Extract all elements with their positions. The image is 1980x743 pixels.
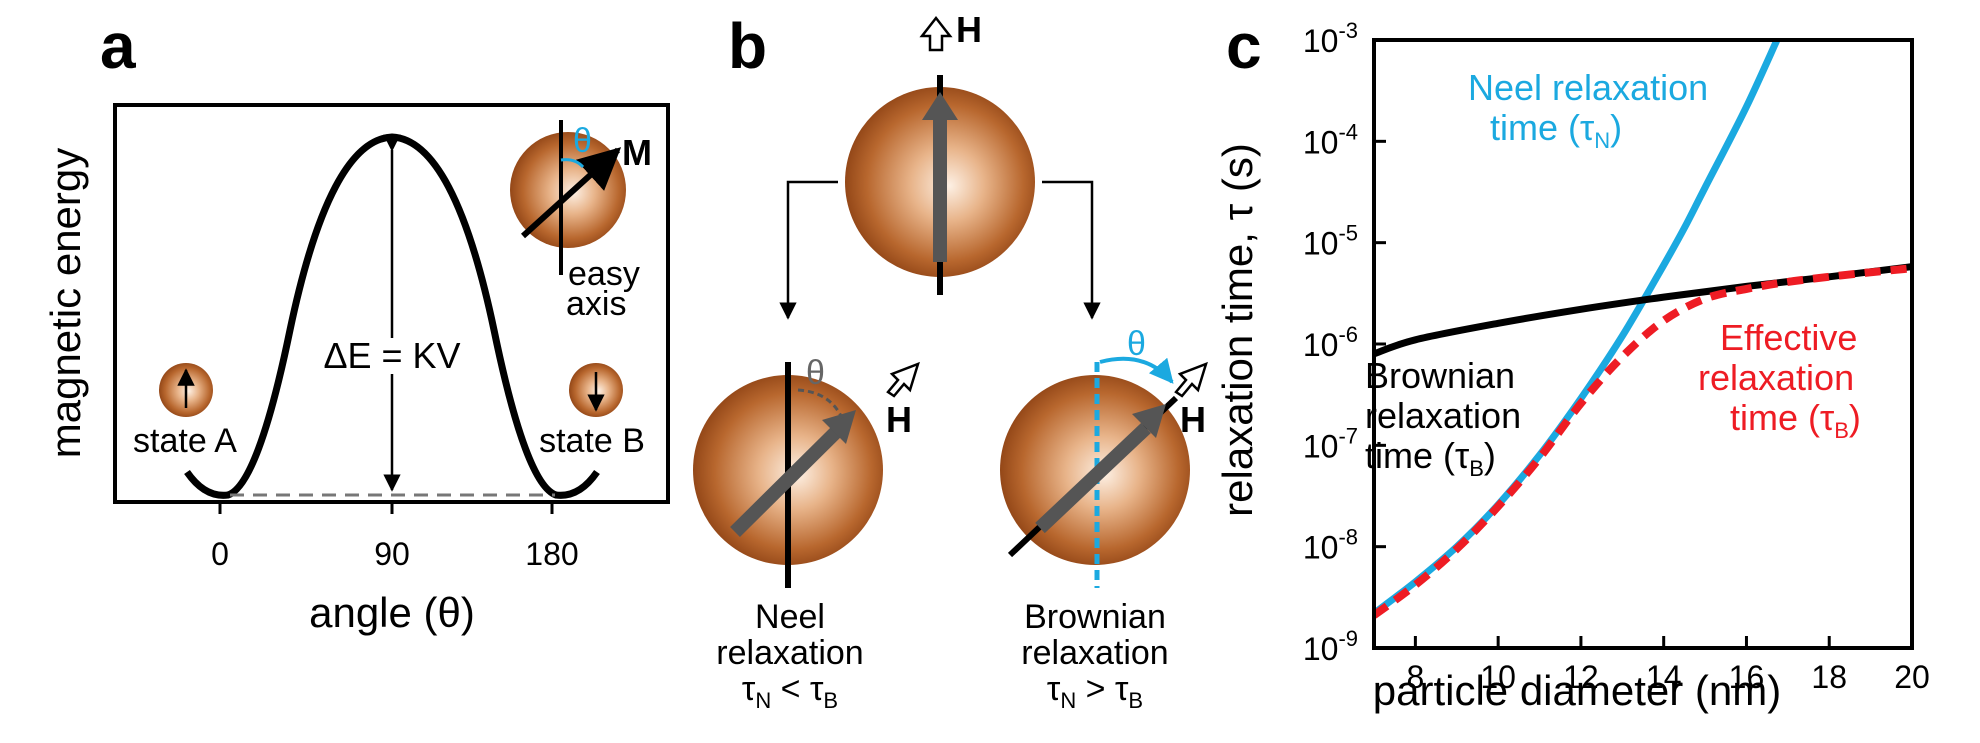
neel-theta-label: θ (806, 354, 825, 392)
state-b-label: state B (539, 422, 645, 460)
brownian-series-label-3: time (τB) (1365, 435, 1496, 481)
x-axis-ticks: 8 10 12 14 16 18 20 (1406, 636, 1930, 695)
brownian-title-1: Brownian (1024, 598, 1166, 636)
effective-series-label-3: time (τB) (1730, 397, 1861, 443)
neel-theta-arc (797, 388, 844, 419)
neel-series-label-1: Neel relaxation (1468, 67, 1708, 108)
panel-a-xlabel: angle (θ) (309, 589, 475, 636)
y-tick-label: 10-4 (1303, 119, 1358, 160)
neel-field-label: H (886, 399, 912, 440)
effective-series-line (1374, 264, 1912, 619)
field-label-top: H (956, 9, 982, 50)
panel-a-xticks: 0 90 180 (211, 502, 579, 572)
field-arrow-top (919, 15, 953, 52)
moment-label: M (622, 132, 652, 173)
moment-arrow (520, 147, 622, 239)
barrier-label-bg (302, 338, 478, 374)
x-tick-label: 20 (1894, 659, 1930, 695)
top-moment-head (922, 92, 958, 120)
tick-90: 90 (374, 536, 410, 572)
panel-c-xlabel: particle diameter (nm) (1373, 667, 1781, 714)
neel-condition: τN < τB (742, 670, 838, 713)
x-tick-label: 10 (1480, 659, 1516, 695)
brownian-field-arrow (1174, 361, 1208, 398)
neel-field-arrow (886, 361, 920, 398)
neel-title-1: Neel (755, 598, 825, 636)
brownian-series-label-1: Brownian (1365, 355, 1515, 396)
neel-moment-head (822, 410, 856, 444)
chart-series (1374, 40, 1912, 619)
effective-series-label-1: Effective (1720, 317, 1857, 358)
x-tick-label: 18 (1811, 659, 1847, 695)
connector-right (1042, 180, 1101, 320)
brownian-title-2: relaxation (1021, 634, 1168, 672)
theta-arc (560, 158, 585, 169)
panel-c-label: c (1226, 10, 1262, 82)
neel-title-2: relaxation (716, 634, 863, 672)
tick-0: 0 (211, 536, 229, 572)
panel-a-ylabel: magnetic energy (42, 148, 89, 459)
y-tick-label: 10-9 (1303, 626, 1358, 667)
easy-axis-label-1: easy (568, 255, 640, 293)
brownian-moment-head (1132, 404, 1166, 438)
state-a-label: state A (133, 422, 237, 460)
panel-c-ylabel: relaxation time, τ (s) (1214, 143, 1261, 517)
connector-left (779, 180, 838, 320)
brownian-moment-shaft (1035, 422, 1151, 534)
brownian-field-label: H (1180, 399, 1206, 440)
brownian-theta-arc (1099, 356, 1174, 384)
panel-c: c relaxation time, τ (s) particle diamet… (1214, 10, 1930, 714)
tick-180: 180 (525, 536, 578, 572)
panel-b-label: b (728, 10, 767, 82)
y-tick-label: 10-7 (1303, 423, 1358, 464)
y-tick-label: 10-6 (1303, 322, 1358, 363)
x-tick-label: 12 (1563, 659, 1599, 695)
brownian-condition: τN > τB (1047, 670, 1143, 713)
effective-series-label-2: relaxation (1698, 357, 1854, 398)
y-tick-label: 10-3 (1303, 18, 1358, 59)
easy-axis-label-2: axis (566, 285, 626, 323)
y-axis-ticks: 10-9 10-8 10-7 10-6 10-5 10-4 10-3 (1303, 18, 1386, 667)
panel-c-frame (1372, 38, 1914, 650)
y-tick-label: 10-8 (1303, 525, 1358, 566)
x-tick-label: 14 (1646, 659, 1682, 695)
x-tick-label: 8 (1406, 659, 1424, 695)
theta-label: θ (573, 122, 592, 160)
panel-a-label: a (100, 10, 136, 82)
barrier-label: ΔE = KV (323, 335, 460, 376)
y-tick-label: 10-5 (1303, 221, 1358, 262)
neel-moment-shaft (730, 427, 841, 537)
panel-b: b H θ H Neel relaxation τN < τB θ H (693, 9, 1208, 713)
panel-a: a magnetic energy angle (θ) 0 90 180 ΔE … (42, 10, 670, 636)
neel-series-label-2: time (τN) (1490, 107, 1622, 153)
brownian-series-label-2: relaxation (1365, 395, 1521, 436)
brownian-theta-label: θ (1127, 325, 1146, 363)
x-tick-label: 16 (1729, 659, 1765, 695)
